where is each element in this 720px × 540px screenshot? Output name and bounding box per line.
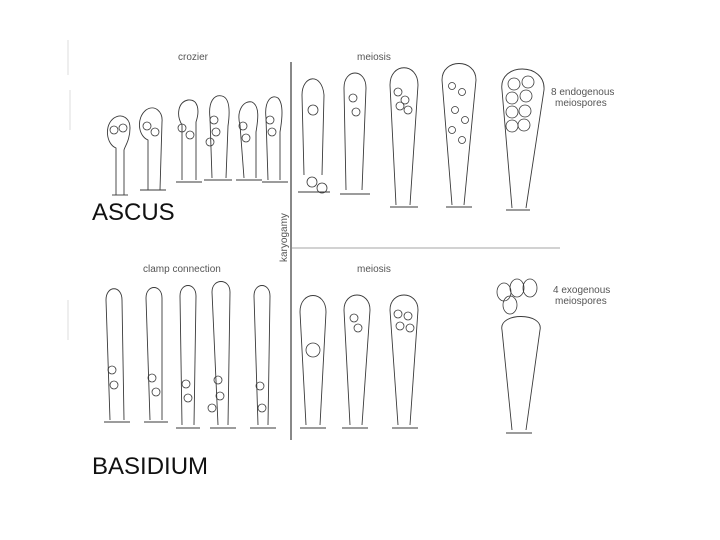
crozier-label: crozier	[178, 52, 209, 63]
clamp-cell-2	[144, 288, 168, 423]
endogenous-line2: meiospores	[555, 98, 607, 109]
crozier-cell-1	[107, 116, 130, 195]
basidium-meiosis-3	[390, 295, 418, 428]
crozier-cell-6	[262, 97, 288, 182]
ascus-meiosis-1	[298, 79, 330, 193]
exogenous-line2: meiospores	[555, 296, 607, 307]
basidium-title: BASIDIUM	[92, 453, 208, 480]
basidium-meiosis-1	[300, 296, 326, 429]
clamp-connection-label: clamp connection	[143, 264, 221, 275]
ascus-meiosis-stages	[298, 64, 544, 211]
clamp-cell-3	[176, 286, 200, 429]
crozier-stages	[107, 96, 288, 195]
crozier-cell-2	[139, 108, 166, 190]
basidium-meiosis-label: meiosis	[357, 264, 391, 275]
crozier-cell-3	[176, 100, 202, 182]
ascus-title: ASCUS	[92, 199, 175, 226]
ascus-meiosis-3	[390, 68, 418, 207]
exogenous-line1: 4 exogenous	[553, 285, 610, 296]
scan-margin-marks	[68, 40, 70, 340]
basidium-meiosis-2	[342, 295, 370, 428]
ascus-meiosis-4	[442, 64, 476, 208]
karyogamy-label: karyogamy	[279, 213, 290, 262]
ascus-meiosis-label: meiosis	[357, 52, 391, 63]
clamp-connection-stages	[104, 282, 276, 429]
endogenous-line1: 8 endogenous	[551, 87, 614, 98]
crozier-cell-4	[204, 96, 232, 180]
ascus-8-spores	[502, 69, 544, 210]
clamp-cell-5	[250, 286, 276, 429]
ascus-meiosis-2	[340, 73, 370, 194]
clamp-cell-1	[104, 289, 130, 422]
basidium-meiosis-stages	[300, 279, 540, 433]
basidium-4-spores	[497, 279, 540, 433]
clamp-cell-4	[208, 282, 236, 429]
crozier-cell-5	[236, 102, 262, 180]
